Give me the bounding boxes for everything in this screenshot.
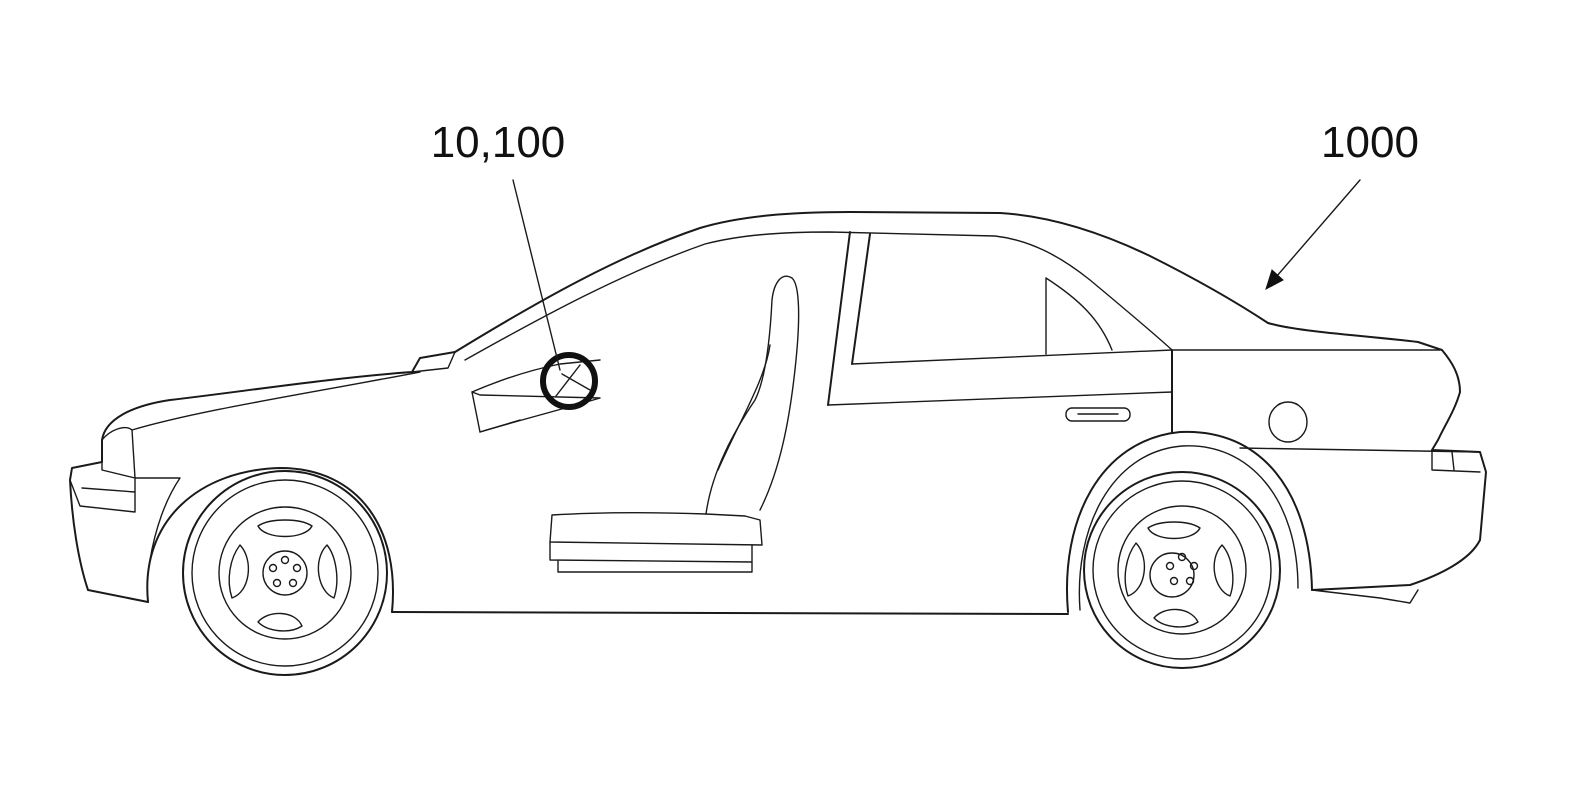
seat-back [706, 276, 799, 514]
hood-crease [132, 352, 455, 430]
front-wheel [183, 471, 387, 675]
hood-line [102, 352, 455, 440]
front-corner [102, 428, 135, 478]
rear-end [1312, 392, 1486, 590]
rear-spoke-holes [1125, 522, 1233, 627]
front-spoke-hole-4 [229, 545, 248, 598]
front-tire-outer [183, 471, 387, 675]
rear-spoke-hole-3 [1154, 609, 1198, 626]
rear-lug-5 [1167, 563, 1174, 570]
rear-tire-outer [1084, 472, 1280, 668]
rear-hub [1150, 553, 1194, 597]
front-spoke-hole-3 [258, 613, 302, 630]
vehicle-callout: 1000 [1266, 118, 1419, 289]
a-pillar [472, 392, 600, 432]
fuel-door [1269, 402, 1307, 442]
rear-window-frame [828, 278, 1172, 405]
trunk-top [1268, 323, 1460, 392]
rear-tire-inner [1093, 481, 1271, 659]
headlight [70, 462, 180, 560]
steering-callout: 10,100 [431, 118, 566, 370]
rocker-line [392, 612, 1068, 614]
vehicle-leader-arrow [1270, 180, 1360, 284]
rear-lug-4 [1171, 578, 1178, 585]
steering-wheel-spoke [556, 365, 590, 396]
rear-spoke-hole-4 [1125, 543, 1144, 596]
vehicle-reference-label: 1000 [1321, 118, 1419, 167]
rear-spoke-hole-2 [1214, 545, 1233, 596]
rear-body-line [1172, 350, 1480, 452]
front-lug-3 [290, 580, 297, 587]
rear-lug-nuts [1167, 554, 1198, 585]
front-lug-5 [270, 565, 277, 572]
roof-inner-line [465, 232, 1172, 360]
rear-bumper [1312, 590, 1418, 603]
front-lug-2 [294, 565, 301, 572]
steering-reference-label: 10,100 [431, 118, 566, 167]
front-lug-1 [282, 557, 289, 564]
steering-leader-line [513, 180, 560, 370]
rear-rim [1118, 506, 1246, 634]
front-rim [219, 507, 351, 639]
front-hub [263, 551, 307, 595]
taillight [1432, 450, 1480, 472]
seat-cushion [550, 513, 762, 545]
front-spoke-hole-2 [318, 545, 336, 598]
rear-spoke-hole-1 [1148, 522, 1200, 539]
front-fascia [70, 440, 148, 602]
rear-wheel-arch-inner [1079, 446, 1298, 610]
seat-base [550, 542, 752, 572]
driver-seat [550, 276, 799, 572]
front-lug-nuts [270, 557, 301, 587]
front-spoke-holes [229, 520, 337, 631]
front-spoke-hole-1 [258, 520, 312, 537]
rear-wheel [1084, 472, 1280, 668]
front-tire-inner [192, 480, 378, 666]
b-pillar [828, 232, 870, 405]
front-lug-4 [274, 580, 281, 587]
